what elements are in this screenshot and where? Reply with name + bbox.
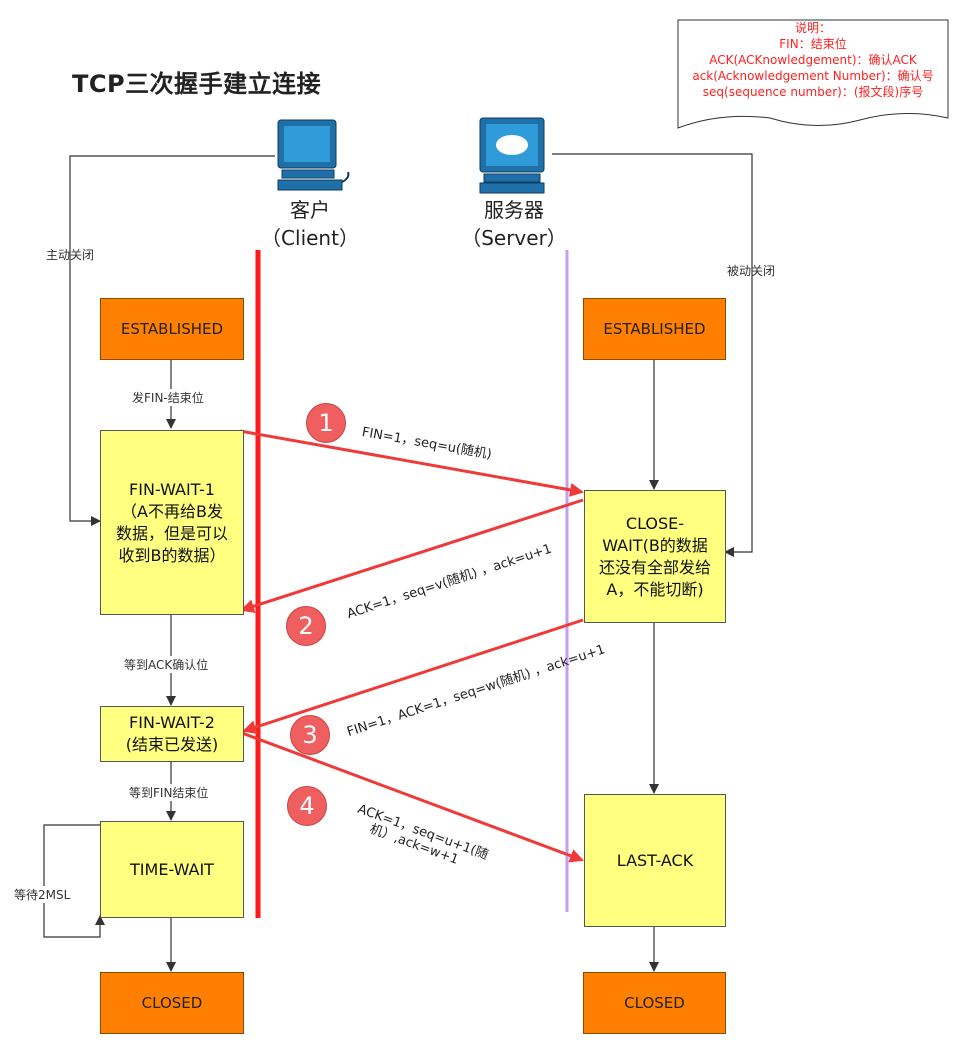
client-label: 客户 （Client） bbox=[261, 198, 359, 250]
server-state-last-ack: LAST-ACK bbox=[584, 794, 726, 927]
note-line: FIN：结束位 bbox=[779, 37, 847, 51]
message-arrow-2 bbox=[240, 498, 584, 613]
client-state-established: ESTABLISHED bbox=[100, 298, 244, 360]
message-arrow-1 bbox=[239, 429, 584, 497]
active-close-connector bbox=[69, 155, 275, 526]
step-badge-3: 3 bbox=[290, 715, 330, 755]
note-heading: 说明： bbox=[794, 21, 831, 35]
page-title: TCP三次握手建立连接 bbox=[72, 70, 322, 98]
server-label: 服务器 （Server） bbox=[461, 198, 567, 250]
wait-fin-label: 等到FIN结束位 bbox=[129, 784, 209, 801]
step-badge-4: 4 bbox=[287, 786, 327, 826]
step-badge-2: 2 bbox=[286, 606, 326, 646]
passive-close-connector bbox=[552, 153, 753, 557]
legend-note: 说明： FIN：结束位 ACK(ACKnowledgement)：确认ACK a… bbox=[678, 20, 948, 100]
server-state-closed: CLOSED bbox=[583, 972, 726, 1034]
send-fin-label: 发FIN-结束位 bbox=[132, 389, 204, 406]
step-badge-1: 1 bbox=[306, 403, 346, 443]
passive-close-label: 被动关闭 bbox=[727, 264, 776, 278]
computer-icon bbox=[277, 119, 350, 191]
active-close-label: 主动关闭 bbox=[46, 248, 95, 262]
client-state-closed: CLOSED bbox=[100, 972, 244, 1034]
message-arrow-4 bbox=[241, 731, 584, 863]
note-line: ack(Acknowledgement Number)：确认号 bbox=[692, 69, 934, 83]
client-state-fin-wait-2: FIN-WAIT-2 (结束已发送) bbox=[100, 706, 244, 762]
note-line: seq(sequence number)：(报文段)序号 bbox=[702, 85, 924, 99]
wait-ack-label: 等到ACK确认位 bbox=[124, 656, 209, 673]
wait-2msl-label: 等待2MSL bbox=[14, 886, 71, 903]
client-state-time-wait: TIME-WAIT bbox=[100, 821, 244, 918]
server-state-established: ESTABLISHED bbox=[583, 298, 726, 360]
server-state-close-wait: CLOSE- WAIT(B的数据 还没有全部发给 A，不能切断) bbox=[584, 490, 726, 623]
message-arrow-3 bbox=[242, 618, 584, 734]
server-icon bbox=[479, 117, 545, 194]
client-state-fin-wait-1: FIN-WAIT-1 （A不再给B发 数据，但是可以 收到B的数据） bbox=[100, 430, 244, 615]
note-frame bbox=[677, 19, 949, 129]
wait-2msl-loop bbox=[43, 824, 105, 938]
note-line: ACK(ACKnowledgement)：确认ACK bbox=[709, 53, 917, 67]
